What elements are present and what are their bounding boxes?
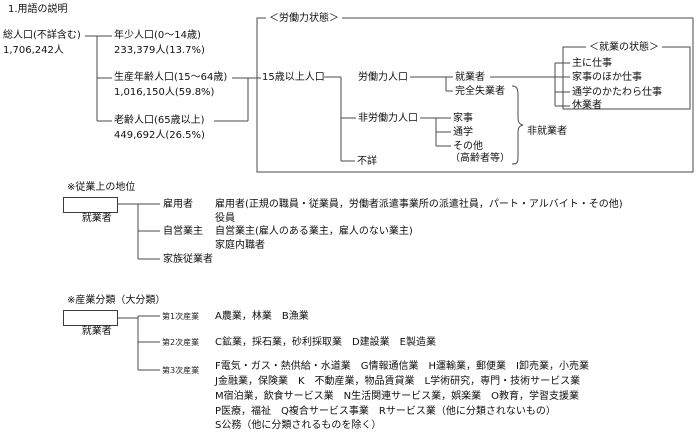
working-age-population-label: 生産年齢人口(15～64歳) <box>114 72 228 83</box>
population-15over-label: 15歳以上人口 <box>262 72 325 83</box>
employee-label: 雇用者 <box>163 199 193 210</box>
tertiary-industry-desc-line-5: S公務（他に分類されるものを除く） <box>215 420 382 431</box>
self-employed-desc: 自営業主(雇人のある業主，雇人のない業主) <box>215 226 413 237</box>
page-title: 1.用語の説明 <box>8 4 68 15</box>
working-age-population-value: 1,016,150人(59.8%) <box>114 87 215 98</box>
young-population-value: 233,379人(13.7%) <box>114 45 205 56</box>
tertiary-industry-desc-line-4: P医療，福祉 Q複合サービス事業 Rサービス業（他に分類されないもの） <box>215 406 556 417</box>
industry-heading: ※産業分類（大分類） <box>67 295 166 306</box>
school-besides-work-label: 通学のかたわら仕事 <box>572 87 662 98</box>
housework-besides-work-label: 家事のほか仕事 <box>572 72 642 83</box>
employment-position-heading: ※従業上の地位 <box>67 182 136 193</box>
unemployed-label: 完全失業者 <box>455 86 505 97</box>
attending-school-label: 通学 <box>453 127 473 138</box>
labor-force-label: 労働力人口 <box>358 72 408 83</box>
secondary-industry-label: 第2次産業 <box>162 338 200 347</box>
industry-root-label: 就業者 <box>81 326 112 337</box>
officer-desc: 役員 <box>215 213 235 224</box>
employment-position-tree-lines <box>112 203 160 260</box>
tertiary-industry-desc-line-1: F電気・ガス・熱供給・水道業 G情報通信業 H運輸業，郵便業 I卸売業，小売業 <box>215 361 589 372</box>
labor-status-tree-lines <box>324 62 570 162</box>
total-population-value: 1,706,242人 <box>3 45 64 56</box>
secondary-industry-desc: C鉱業，採石業，砂利採取業 D建設業 E製造業 <box>215 337 437 348</box>
total-population-label: 総人口(不詳含む) <box>3 30 81 41</box>
mainly-work-label: 主に仕事 <box>572 58 612 69</box>
employment-position-root-label: 就業者 <box>81 213 112 224</box>
others-label: その他 <box>453 141 483 152</box>
employment-position-root-box: 就業者 <box>63 197 118 224</box>
employment-status-box-title: ＜就業の状態＞ <box>586 42 662 53</box>
non-employed-label: 非就業者 <box>527 126 567 137</box>
labor-status-box-title: ＜労働力状態＞ <box>266 13 342 24</box>
tertiary-industry-label: 第3次産業 <box>162 366 200 375</box>
housework-label: 家事 <box>453 113 473 124</box>
tertiary-industry-desc-line-3: M宿泊業，飲食サービス業 N生活関連サービス業，娯楽業 O教育，学習支援業 <box>215 391 579 402</box>
employed-label: 就業者 <box>455 72 485 83</box>
home-handicraft-desc: 家庭内職者 <box>215 240 265 251</box>
labor-status-box <box>256 17 694 173</box>
family-worker-label: 家族従業者 <box>163 254 213 265</box>
young-population-label: 年少人口(0～14歳) <box>114 30 201 41</box>
aged-population-label: 老齢人口(65歳以上) <box>114 115 205 126</box>
on-leave-label: 休業者 <box>572 100 602 111</box>
primary-industry-desc: A農業，林業 B漁業 <box>215 311 309 322</box>
industry-root-box: 就業者 <box>63 310 118 337</box>
aged-population-value: 449,692人(26.5%) <box>114 130 205 141</box>
non-employed-brace <box>511 85 524 165</box>
employee-desc: 雇用者(正規の職員・従業員，労働者派遣事業所の派遣社員，パート・アルバイト・その… <box>215 199 623 210</box>
self-employed-label: 自営業主 <box>163 226 203 237</box>
not-in-labor-force-label: 非労働力人口 <box>358 113 418 124</box>
industry-tree-lines <box>112 315 160 371</box>
population-tree-lines <box>85 35 261 122</box>
tertiary-industry-desc-line-2: J金融業，保険業 K 不動産業，物品賃貸業 L学術研究，専門・技術サービス業 <box>215 376 581 387</box>
others-note: （高齢者等） <box>450 153 510 164</box>
unknown-label: 不詳 <box>357 156 377 167</box>
primary-industry-label: 第1次産業 <box>162 312 200 321</box>
